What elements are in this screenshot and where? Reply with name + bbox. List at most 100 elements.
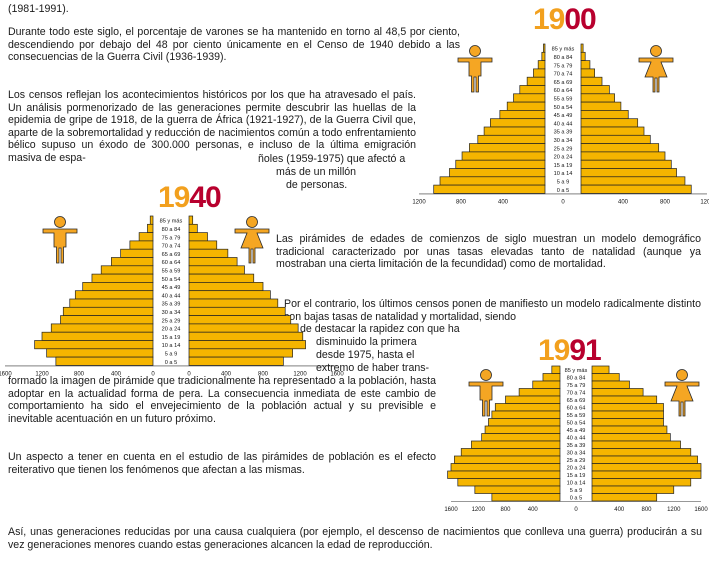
age-group-label: 15 a 19: [554, 163, 573, 169]
age-group-label: 5 a 9: [557, 180, 569, 186]
x-tick-label: 800: [258, 371, 269, 377]
age-group-label: 85 y más: [565, 368, 588, 374]
bar-female: [580, 151, 666, 161]
x-tick-label: 0: [561, 199, 565, 205]
x-tick-label: 400: [528, 507, 539, 513]
x-tick-label: 800: [500, 507, 511, 513]
age-group-label: 60 a 64: [567, 405, 586, 411]
bar-female: [591, 470, 702, 479]
para-recent-censuses-cont4: extremo de haber trans-: [316, 362, 430, 374]
bar-male: [484, 425, 561, 434]
para-historical-events-cont2: más de un millón: [276, 166, 357, 178]
bar-male: [91, 273, 154, 283]
bar-male: [518, 388, 561, 397]
bar-male: [457, 478, 561, 487]
bar-female: [591, 478, 692, 487]
bar-female: [188, 265, 245, 275]
age-group-label: 60 a 64: [162, 260, 181, 266]
bar-female: [188, 223, 198, 233]
bar-female: [188, 273, 255, 283]
year-title-1991-part1: 19: [538, 334, 570, 367]
age-group-label: 55 a 59: [554, 97, 573, 103]
x-tick-label: 400: [111, 371, 122, 377]
x-tick-label: 800: [660, 199, 671, 205]
age-group-label: 15 a 19: [162, 335, 181, 341]
age-group-label: 40 a 44: [567, 435, 586, 441]
x-tick-label: 1600: [330, 371, 344, 377]
bar-female: [188, 348, 293, 358]
age-group-label: 30 a 34: [554, 138, 573, 144]
age-group-label: 60 a 64: [554, 88, 573, 94]
para-repetitive-effect: Un aspecto a tener en cuenta en el estud…: [8, 451, 436, 476]
year-title-1900-part1: 19: [533, 3, 565, 36]
age-group-label: 55 a 59: [162, 269, 181, 275]
bar-male: [542, 373, 561, 382]
age-group-label: 50 a 54: [554, 105, 573, 111]
bar-male: [537, 60, 546, 70]
bar-female: [580, 176, 686, 186]
age-group-label: 80 a 84: [554, 55, 573, 61]
age-group-label: 45 a 49: [567, 428, 586, 434]
para-recent-censuses-cont1: de destacar la rapidez con que ha: [300, 323, 460, 335]
para-recent-censuses-cont2: disminuido la primera: [316, 336, 417, 348]
bar-male: [34, 340, 154, 350]
bar-female: [591, 463, 702, 472]
bar-female: [591, 373, 620, 382]
male-figure-icon: [468, 369, 504, 417]
age-group-label: 25 a 29: [162, 318, 181, 324]
bar-female: [591, 388, 644, 397]
age-group-label: 20 a 24: [162, 327, 181, 333]
bar-male: [69, 298, 154, 308]
para-male-percentage: Durante todo este siglo, el porcentaje d…: [8, 26, 460, 64]
bar-male: [491, 493, 561, 502]
year-title-1940-part2: 40: [189, 181, 221, 214]
bar-male: [450, 463, 561, 472]
age-group-label: 75 a 79: [162, 235, 181, 241]
bar-female: [580, 60, 591, 70]
x-tick-label: 400: [618, 199, 629, 205]
age-group-label: 75 a 79: [554, 63, 573, 69]
age-group-label: 30 a 34: [567, 450, 586, 456]
bar-female: [580, 93, 615, 103]
x-tick-label: 800: [456, 199, 467, 205]
bar-female: [591, 485, 675, 494]
bar-male: [120, 248, 154, 258]
bar-female: [188, 240, 218, 250]
bar-female: [188, 340, 306, 350]
age-group-label: 75 a 79: [567, 383, 586, 389]
bar-female: [580, 101, 622, 111]
x-tick-label: 400: [498, 199, 509, 205]
female-figure-icon: [234, 216, 270, 264]
para-historical-events: Los censos reflejan los acontecimientos …: [8, 89, 416, 164]
age-group-label: 25 a 29: [567, 458, 586, 464]
x-tick-label: 0: [574, 507, 578, 513]
bar-male: [62, 306, 154, 316]
bar-male: [533, 68, 546, 78]
year-title-1991: 1991: [538, 334, 602, 367]
age-group-label: 0 a 5: [570, 495, 582, 501]
bar-male: [100, 265, 154, 275]
age-group-label: 80 a 84: [567, 375, 586, 381]
age-group-label: 35 a 39: [162, 302, 181, 308]
age-group-label: 25 a 29: [554, 146, 573, 152]
para-recent-censuses: Por el contrario, los últimos censos pon…: [284, 298, 701, 323]
bar-female: [580, 110, 629, 120]
bar-male: [488, 418, 561, 427]
para-historical-events-cont3: de personas.: [286, 179, 348, 191]
x-tick-label: 0: [151, 371, 155, 377]
bar-male: [469, 143, 546, 153]
para-pear-shape: formado la imagen de pirámide que tradic…: [8, 375, 436, 425]
bar-male: [129, 240, 154, 250]
bar-female: [580, 68, 595, 78]
bar-male: [447, 470, 561, 479]
male-figure-icon: [457, 45, 493, 93]
x-tick-label: 1600: [694, 507, 708, 513]
bar-male: [147, 223, 154, 233]
bar-male: [454, 455, 561, 464]
age-group-label: 70 a 74: [567, 390, 586, 396]
bar-female: [591, 493, 658, 502]
bar-female: [188, 323, 299, 333]
age-group-label: 10 a 14: [162, 343, 181, 349]
bar-female: [580, 184, 692, 194]
